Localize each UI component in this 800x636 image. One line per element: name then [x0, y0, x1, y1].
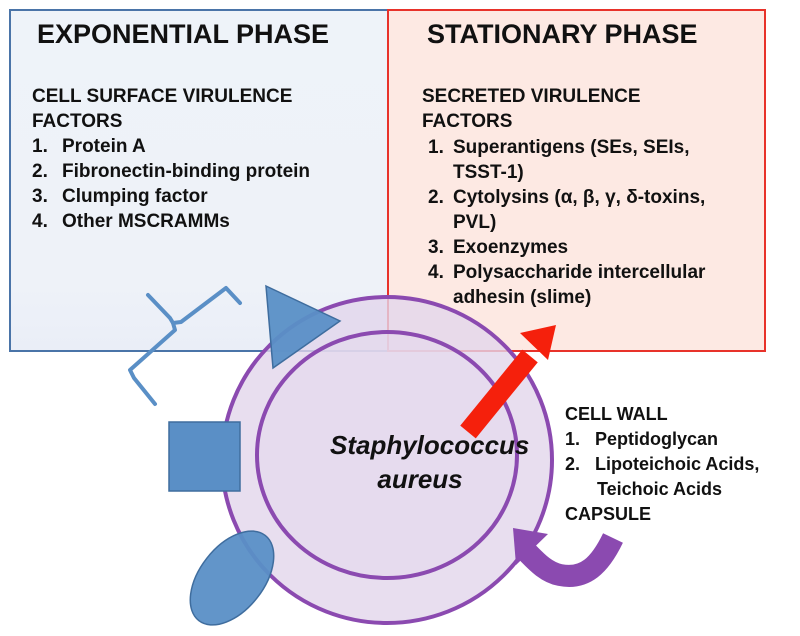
list-item: 4.Other MSCRAMMs — [32, 211, 230, 232]
exponential-phase-title: EXPONENTIAL PHASE — [37, 19, 330, 49]
ellipse-surface-protein-icon — [189, 530, 275, 626]
y-shaped-adhesin-icon — [146, 286, 242, 325]
list-item: 2.Fibronectin-binding protein — [32, 161, 311, 182]
cell-wall-title: CELL WALL — [565, 404, 668, 424]
cell-wall-block: CELL WALL 1.Peptidoglycan 2.Lipoteichoic… — [565, 402, 759, 527]
subtitle-line: FACTORS — [422, 111, 513, 132]
subtitle-line: FACTORS — [32, 111, 123, 132]
list-item: 2.Lipoteichoic Acids, — [565, 454, 760, 474]
stationary-phase-box: STATIONARY PHASE SECRETED VIRULENCE FACT… — [387, 9, 766, 352]
list-item: 2.Cytolysins (α, β, γ, δ-toxins,PVL) — [428, 187, 706, 233]
cell-surface-subtitle: CELL SURFACE VIRULENCE FACTORS — [32, 84, 292, 134]
secreted-subtitle: SECRETED VIRULENCE FACTORS — [422, 84, 641, 134]
inner-cell-membrane — [255, 330, 519, 580]
subtitle-line: SECRETED VIRULENCE — [422, 86, 641, 107]
list-item: 1.Protein A — [32, 136, 146, 157]
secreted-factor-list: 1.Superantigens (SEs, SEIs,TSST-1) 2.Cyt… — [428, 135, 705, 310]
list-item: 1.Superantigens (SEs, SEIs,TSST-1) — [428, 137, 690, 183]
organism-label: Staphylococcus aureus — [330, 428, 530, 496]
stationary-phase-title: STATIONARY PHASE — [427, 19, 698, 49]
capsule-label: CAPSULE — [565, 504, 652, 524]
species-label: aureus — [377, 464, 463, 494]
triangle-surface-protein-icon — [265, 284, 342, 370]
square-surface-protein-icon — [168, 421, 241, 492]
list-item: 3.Clumping factor — [32, 186, 208, 207]
list-item-continuation: Teichoic Acids — [597, 479, 723, 499]
subtitle-line: CELL SURFACE VIRULENCE — [32, 86, 293, 107]
y-shaped-adhesin-icon — [128, 321, 177, 406]
list-item: 1.Peptidoglycan — [565, 429, 719, 449]
capsule-arrow-icon — [513, 528, 623, 587]
secreted-arrow-icon — [460, 325, 556, 439]
genus-label: Staphylococcus — [330, 430, 530, 460]
list-item: 3.Exoenzymes — [428, 237, 569, 258]
exponential-phase-box: EXPONENTIAL PHASE CELL SURFACE VIRULENCE… — [9, 9, 389, 352]
cell-surface-factor-list: 1.Protein A 2.Fibronectin-binding protei… — [32, 134, 310, 234]
